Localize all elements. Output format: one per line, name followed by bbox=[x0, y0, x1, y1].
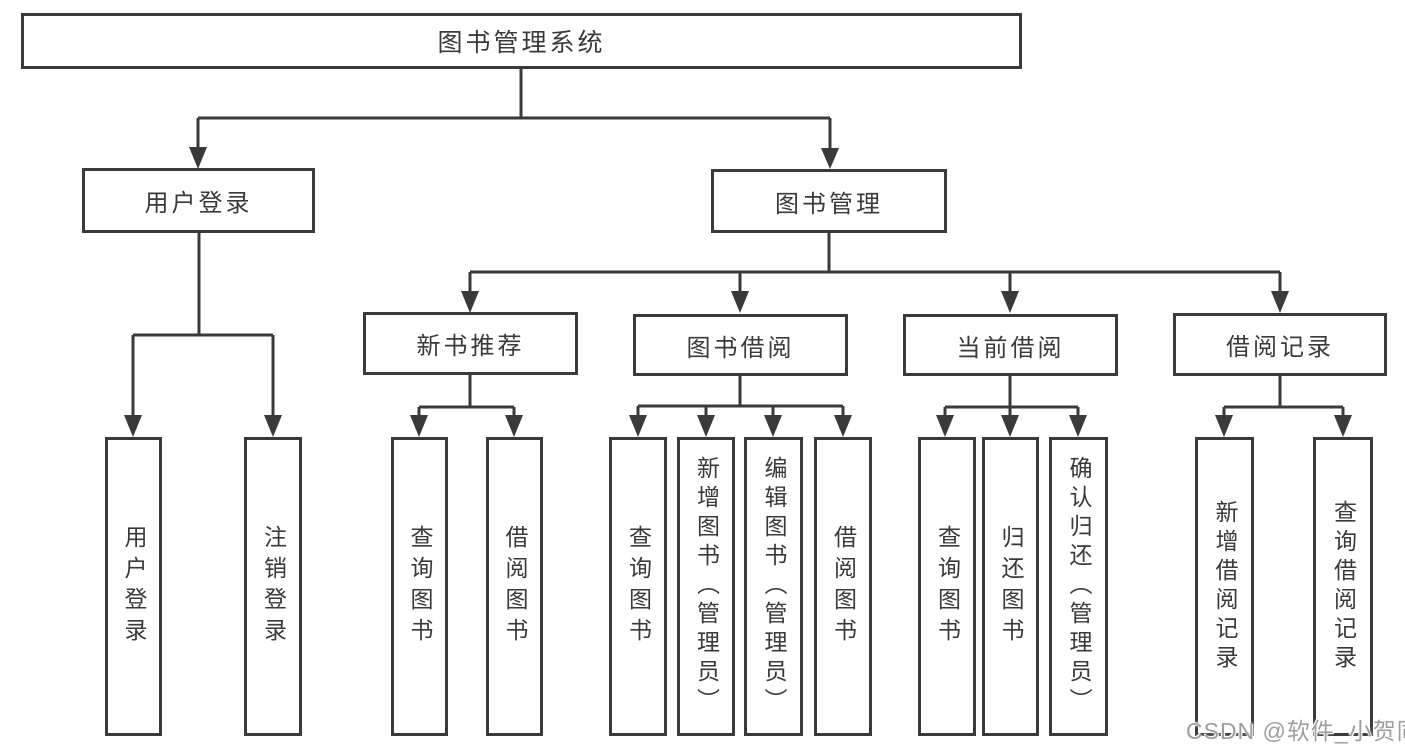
node-root-label: 图书管理系统 bbox=[437, 29, 606, 57]
node-book-management: 图书管理 bbox=[711, 169, 947, 233]
leaf-cb-return-books-label: 归还图书 bbox=[998, 524, 1024, 649]
leaf-bb-borrow-books: 借阅图书 bbox=[814, 437, 872, 736]
leaf-br-query-record: 查询借阅记录 bbox=[1313, 437, 1373, 736]
node-book-management-label: 图书管理 bbox=[775, 190, 883, 218]
leaf-logout: 注销登录 bbox=[244, 437, 302, 736]
csdn-watermark: CSDN @软件_小贺同学 bbox=[1186, 712, 1405, 746]
connector-current-borrow-children bbox=[936, 376, 1087, 437]
node-current-borrow: 当前借阅 bbox=[903, 314, 1118, 376]
leaf-nb-borrow-books: 借阅图书 bbox=[486, 437, 543, 736]
leaf-nb-query-books: 查询图书 bbox=[391, 437, 448, 736]
leaf-bb-query-books: 查询图书 bbox=[609, 437, 667, 736]
node-book-borrow: 图书借阅 bbox=[633, 314, 848, 376]
leaf-bb-add-books-admin: 新增图书（管理员） bbox=[677, 437, 735, 736]
connector-book-borrow-children bbox=[629, 376, 852, 437]
leaf-bb-edit-books-admin-label: 编辑图书（管理员） bbox=[761, 456, 787, 717]
node-borrow-records-label: 借阅记录 bbox=[1226, 334, 1334, 361]
leaf-br-query-record-label: 查询借阅记录 bbox=[1330, 499, 1357, 674]
connector-borrow-records-children bbox=[1215, 376, 1352, 437]
leaf-user-login-label: 用户登录 bbox=[121, 524, 147, 649]
leaf-nb-borrow-books-label: 借阅图书 bbox=[502, 524, 528, 649]
csdn-watermark-text: CSDN @软件_小贺同学 bbox=[1186, 718, 1405, 744]
connector-book-management-sections bbox=[461, 233, 1289, 313]
node-borrow-records: 借阅记录 bbox=[1173, 313, 1387, 376]
node-new-book-recommend-label: 新书推荐 bbox=[416, 333, 525, 360]
leaf-cb-confirm-return-admin: 确认归还（管理员） bbox=[1049, 437, 1108, 736]
leaf-logout-label: 注销登录 bbox=[260, 524, 287, 649]
leaf-br-add-record-label: 新增借阅记录 bbox=[1212, 499, 1238, 674]
leaf-user-login: 用户登录 bbox=[105, 437, 162, 736]
leaf-cb-query-books-label: 查询图书 bbox=[934, 524, 961, 649]
node-user-login: 用户登录 bbox=[82, 168, 315, 233]
connector-user-login-children bbox=[124, 233, 282, 437]
connector-new-book-children bbox=[410, 375, 523, 437]
node-book-borrow-label: 图书借阅 bbox=[686, 334, 795, 362]
leaf-cb-query-books: 查询图书 bbox=[918, 437, 976, 736]
node-new-book-recommend: 新书推荐 bbox=[363, 312, 578, 375]
leaf-bb-edit-books-admin: 编辑图书（管理员） bbox=[744, 437, 803, 736]
leaf-bb-query-books-label: 查询图书 bbox=[625, 524, 652, 649]
leaf-nb-query-books-label: 查询图书 bbox=[407, 524, 433, 649]
connector-root-to-level2 bbox=[189, 69, 839, 169]
leaf-bb-add-books-admin-label: 新增图书（管理员） bbox=[693, 456, 720, 717]
leaf-br-add-record: 新增借阅记录 bbox=[1195, 437, 1254, 736]
leaf-bb-borrow-books-label: 借阅图书 bbox=[830, 524, 857, 649]
node-user-login-label: 用户登录 bbox=[144, 190, 253, 217]
leaf-cb-confirm-return-admin-label: 确认归还（管理员） bbox=[1066, 456, 1092, 717]
node-root: 图书管理系统 bbox=[21, 13, 1022, 69]
leaf-cb-return-books: 归还图书 bbox=[982, 437, 1039, 736]
node-current-borrow-label: 当前借阅 bbox=[956, 334, 1065, 362]
